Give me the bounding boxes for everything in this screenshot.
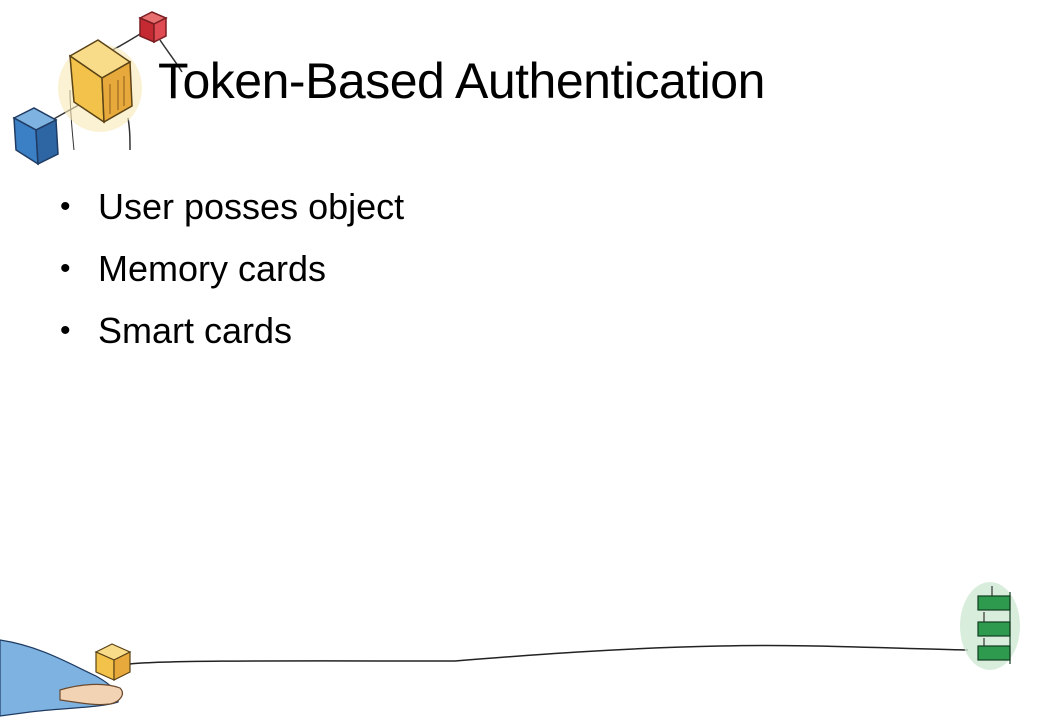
slide-title: Token-Based Authentication	[158, 53, 765, 109]
connecting-wire	[129, 644, 969, 665]
hand-holding-cube-icon	[0, 639, 132, 717]
bullet-item-user-posses-object: User posses object	[60, 176, 404, 238]
bullet-item-smart-cards: Smart cards	[60, 300, 404, 362]
stacked-blocks-icon	[960, 582, 1020, 670]
bullet-list: User posses object Memory cards Smart ca…	[60, 176, 404, 362]
bullet-item-memory-cards: Memory cards	[60, 238, 404, 300]
network-cubes-icon	[12, 11, 183, 166]
